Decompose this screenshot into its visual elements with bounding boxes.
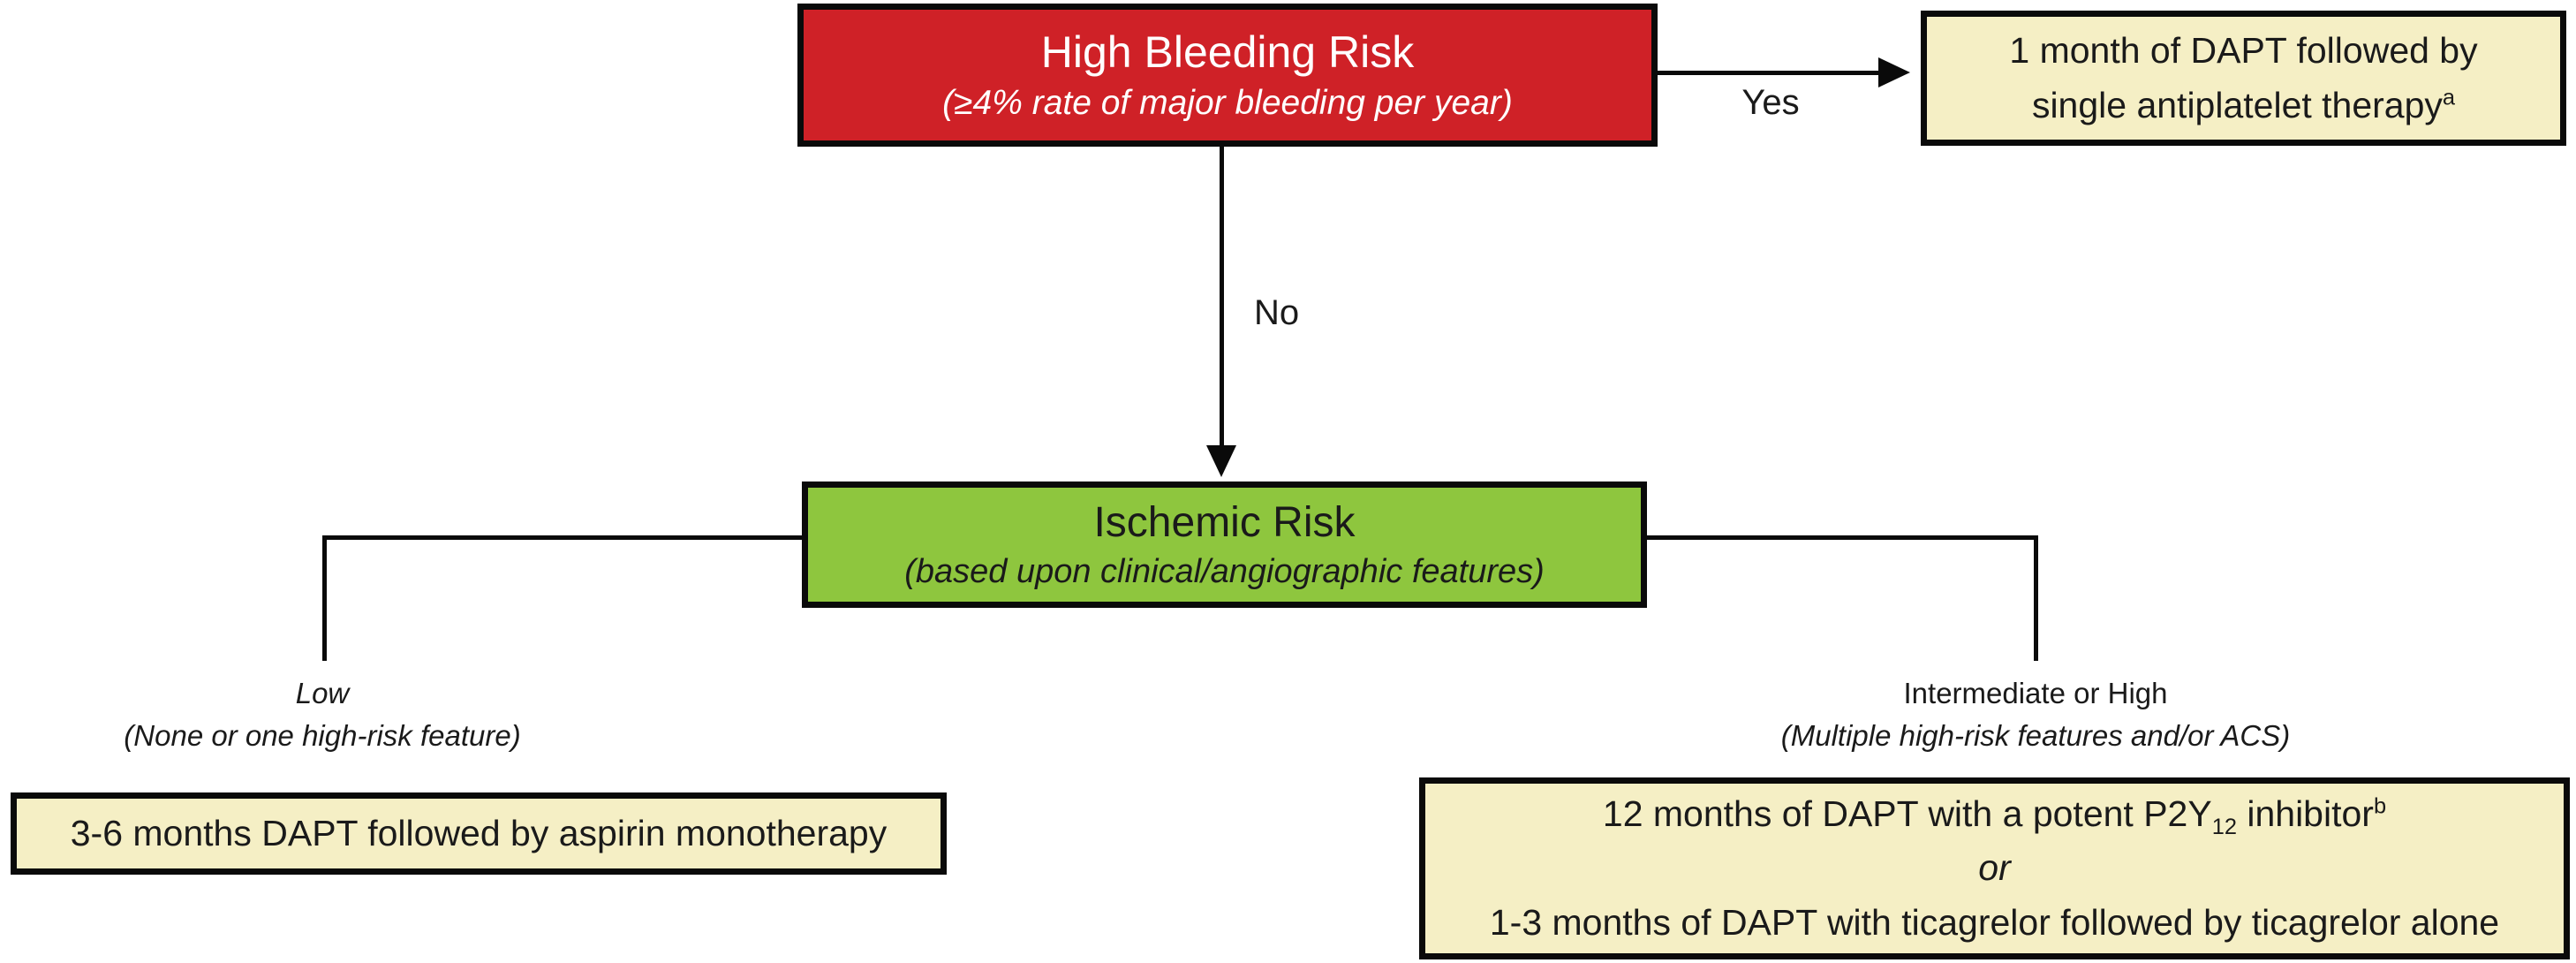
footnote-a-superscript: a — [2442, 84, 2456, 110]
int-high-line1-text: 12 months of DAPT with a potent P2Y — [1602, 792, 2212, 834]
left-branch-hline — [322, 535, 802, 540]
no-edge-line — [1220, 147, 1224, 447]
p2y12-subscript: 12 — [2211, 814, 2237, 839]
intermediate-high-branch-subtitle: (Multiple high-risk features and/or ACS) — [1780, 719, 2291, 752]
int-high-outcome-line2: or — [1978, 847, 2011, 889]
int-high-line1-text2: inhibitor — [2236, 792, 2374, 834]
low-risk-outcome-text: 3-6 months DAPT followed by aspirin mono… — [70, 812, 888, 853]
footnote-b-superscript: b — [2373, 793, 2387, 819]
yes-edge-label: Yes — [1741, 83, 1800, 122]
ischemic-risk-subtitle: (based upon clinical/angiographic featur… — [904, 553, 1545, 590]
yes-edge-line — [1658, 71, 1880, 75]
low-branch-title: Low — [295, 677, 350, 709]
left-branch-vline — [322, 535, 327, 661]
no-edge-label: No — [1254, 293, 1300, 332]
no-arrowhead-icon — [1206, 445, 1236, 477]
int-high-outcome-line3: 1-3 months of DAPT with ticagrelor follo… — [1489, 901, 2500, 943]
int-high-outcome-line1: 12 months of DAPT with a potent P2Y12 in… — [1603, 787, 2386, 842]
low-branch-subtitle: (None or one high-risk feature) — [124, 719, 521, 752]
yes-arrowhead-icon — [1878, 57, 1910, 87]
node-intermediate-high-outcome: 12 months of DAPT with a potent P2Y12 in… — [1419, 777, 2570, 959]
intermediate-high-branch-title: Intermediate or High — [1903, 677, 2168, 709]
high-bleeding-risk-title: High Bleeding Risk — [1040, 27, 1415, 78]
ischemic-risk-title: Ischemic Risk — [1093, 498, 1356, 546]
right-branch-vline — [2034, 535, 2038, 661]
right-branch-hline — [1647, 535, 2038, 540]
node-one-month-dapt-outcome: 1 month of DAPT followed by single antip… — [1921, 11, 2566, 146]
one-month-dapt-line2: single antiplatelet therapya — [2032, 79, 2455, 133]
node-high-bleeding-risk: High Bleeding Risk (≥4% rate of major bl… — [797, 4, 1658, 147]
one-month-dapt-line1: 1 month of DAPT followed by — [2009, 30, 2478, 71]
high-bleeding-risk-subtitle: (≥4% rate of major bleeding per year) — [942, 84, 1513, 123]
one-month-dapt-line2-text: single antiplatelet therapy — [2031, 84, 2443, 125]
node-low-risk-outcome: 3-6 months DAPT followed by aspirin mono… — [11, 792, 947, 875]
node-ischemic-risk: Ischemic Risk (based upon clinical/angio… — [802, 482, 1647, 608]
